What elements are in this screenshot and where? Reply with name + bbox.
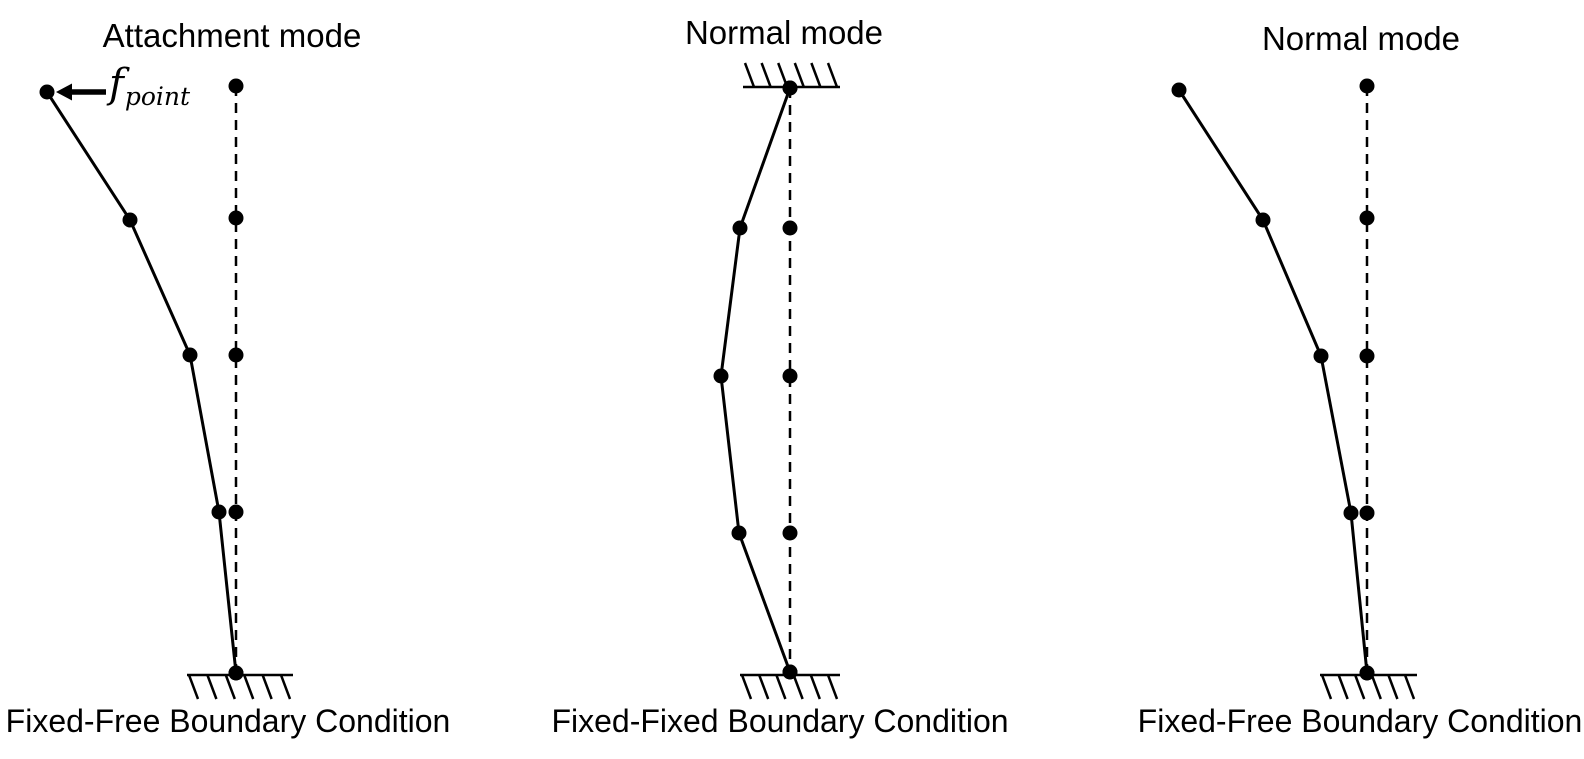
ground-hatch [1370, 674, 1382, 700]
mode-node-dot [782, 664, 798, 680]
mode-shape-line [719, 87, 792, 673]
ground-hatch [224, 674, 236, 700]
mode-shape-line [45, 91, 238, 674]
mode-node-dot [1343, 505, 1359, 521]
ground-hatch [1403, 674, 1416, 700]
ground-hatch [775, 674, 787, 700]
diagram-title-normal-mode-fixed-free: Normal mode [1261, 20, 1461, 57]
ground-hatch [793, 62, 805, 88]
mode-node-dot [1255, 212, 1271, 228]
undeformed-node-dot [228, 504, 244, 520]
ground-hatch [826, 62, 839, 88]
ground-hatch [760, 62, 772, 88]
ground-hatch [279, 674, 292, 700]
ground-hatch [1354, 674, 1366, 700]
ground-hatch [187, 674, 200, 700]
mode-node-dot [1313, 348, 1329, 364]
ground-hatch [243, 674, 255, 700]
mode-node-dot [182, 347, 198, 363]
undeformed-node-dot [782, 220, 798, 236]
mode-node-dot [211, 504, 227, 520]
force-symbol: f [109, 61, 124, 107]
mode-node-dot [39, 84, 55, 100]
ground-hatch [1320, 674, 1333, 700]
mode-shape-line [1177, 89, 1369, 674]
boundary-label-fixed-fixed: Fixed-Fixed Boundary Condition [551, 703, 1009, 739]
mode-node-dot [713, 368, 729, 384]
ground-hatch [206, 674, 218, 700]
ground-hatch [810, 62, 822, 88]
ground-hatch [758, 674, 770, 700]
boundary-label-fixed-free-left: Fixed-Free Boundary Condition [5, 703, 451, 739]
undeformed-node-dot [1359, 348, 1375, 364]
ground-hatch [826, 674, 839, 700]
force-subscript: point [124, 82, 191, 111]
mode-node-dot [731, 525, 747, 541]
mode-node-dot [122, 212, 138, 228]
undeformed-node-dot [1359, 505, 1375, 521]
mode-node-dot [1171, 82, 1187, 98]
boundary-label-fixed-free-right: Fixed-Free Boundary Condition [1137, 703, 1583, 739]
diagram-title-normal-mode-fixed-fixed: Normal mode [684, 14, 884, 51]
ground-hatch [740, 674, 753, 700]
mode-node-dot [732, 220, 748, 236]
ground-hatch [809, 674, 821, 700]
mode-node-dot [782, 80, 798, 96]
undeformed-node-dot [1359, 78, 1375, 94]
mode-node-dot [228, 665, 244, 681]
mode-node-dot [1359, 665, 1375, 681]
ground-hatch [743, 62, 756, 88]
ground-hatch [1387, 674, 1399, 700]
undeformed-node-dot [228, 347, 244, 363]
undeformed-node-dot [782, 525, 798, 541]
undeformed-node-dot [228, 210, 244, 226]
ground-hatch [1337, 674, 1349, 700]
ground-hatch [792, 674, 804, 700]
undeformed-node-dot [1359, 210, 1375, 226]
force-point-label: fpoint [109, 64, 190, 109]
diagram-title-attachment-mode: Attachment mode [102, 17, 362, 54]
force-arrow-head [56, 83, 72, 101]
undeformed-node-dot [782, 368, 798, 384]
ground-hatch [261, 674, 273, 700]
undeformed-node-dot [228, 78, 244, 94]
